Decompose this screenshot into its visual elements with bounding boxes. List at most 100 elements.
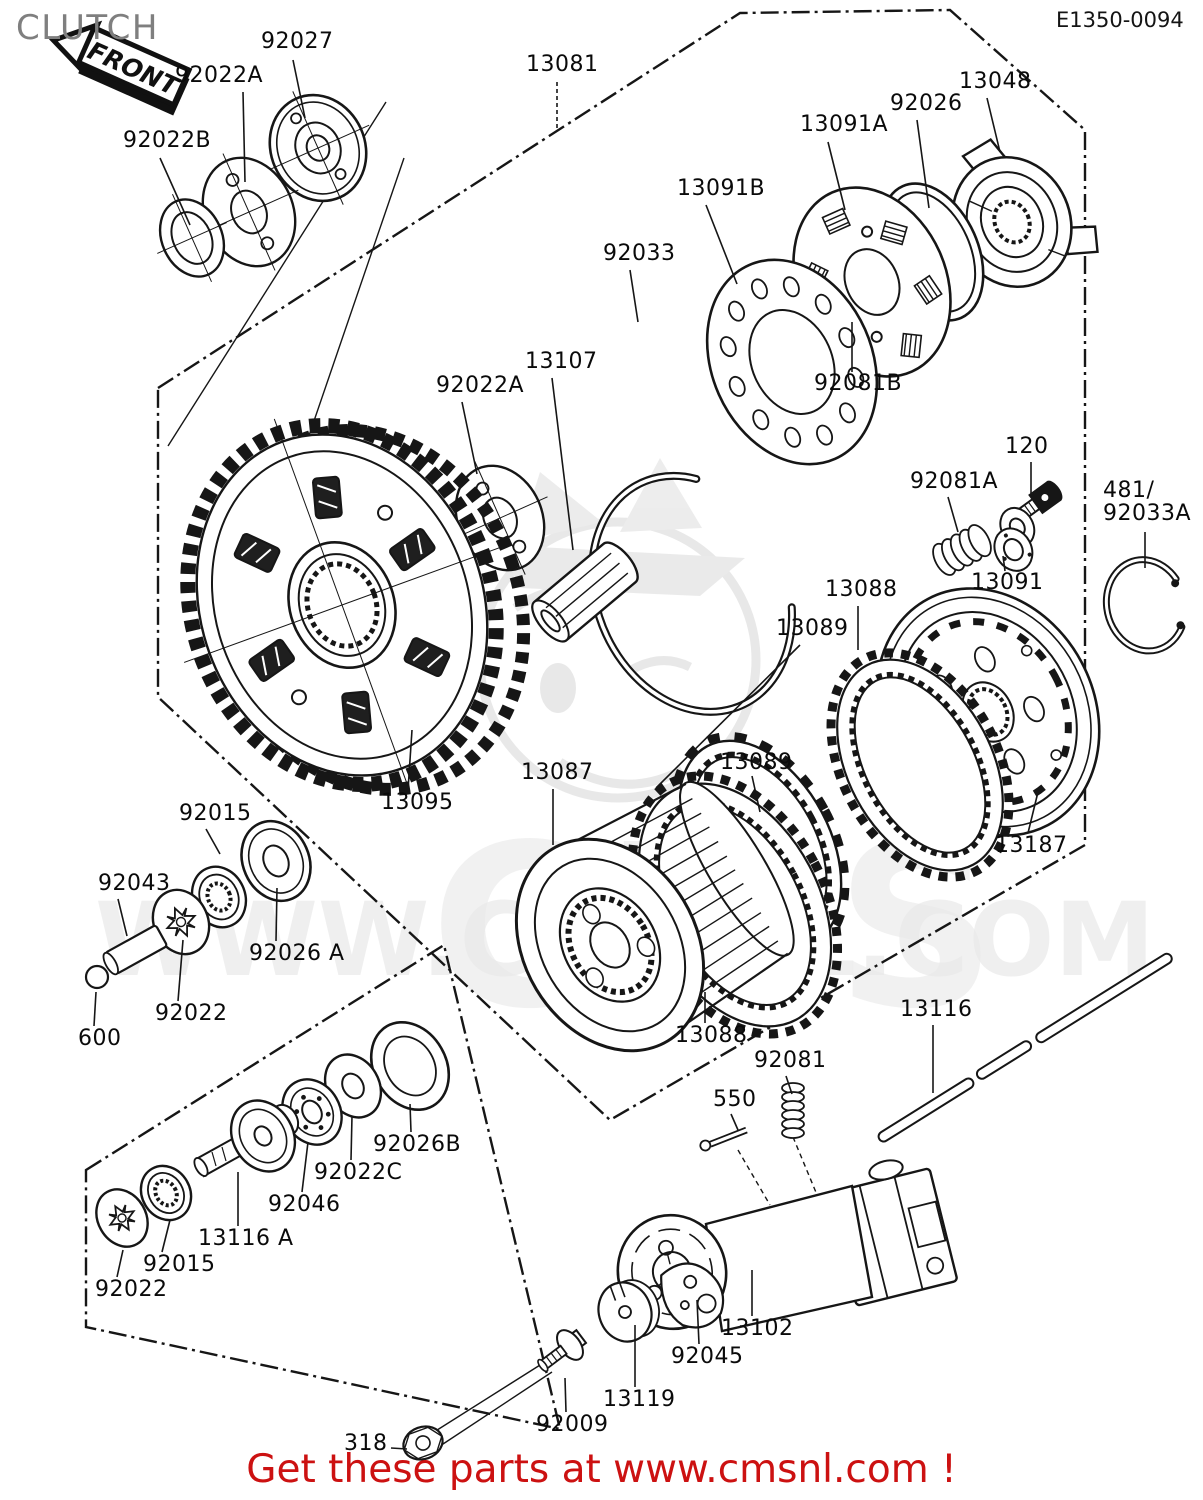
leader-line — [301, 1141, 309, 1193]
leader-line — [655, 644, 801, 789]
part-label-92045: 92045 — [671, 1344, 744, 1369]
part-label-13088: 13088 — [675, 1023, 748, 1048]
part-13091b-plate — [705, 258, 879, 466]
leader-line — [730, 1113, 739, 1131]
leader-line — [275, 887, 278, 942]
leader-line — [161, 1219, 171, 1253]
fiche-border — [84, 8, 1087, 1431]
part-92022b-washer — [157, 193, 227, 283]
part-label-92027: 92027 — [261, 29, 334, 54]
part-label-13091B: 13091B — [677, 176, 766, 201]
leader-line — [947, 496, 959, 533]
plate-holes — [719, 276, 865, 448]
leader-line — [93, 991, 97, 1027]
part-label-481-92033A: 481/ 92033A — [1103, 478, 1192, 526]
footer-text: Get these parts at www.cmsnl.com ! — [246, 1447, 957, 1492]
part-92045-lever-plate — [660, 1262, 725, 1329]
leader-line — [705, 204, 738, 285]
part-92022-toothed-washer-2 — [95, 1188, 149, 1248]
diagram-code: E1350-0094 — [1056, 8, 1184, 32]
part-label-600: 600 — [78, 1026, 122, 1051]
part-label-92081: 92081 — [754, 1048, 827, 1073]
leader-line — [696, 1299, 700, 1345]
part-550-cotter-pin — [699, 1126, 748, 1152]
leader-line — [350, 1115, 353, 1161]
part-label-92081A: 92081A — [910, 469, 999, 494]
part-label-318: 318 — [344, 1431, 388, 1456]
part-label-92022A: 92022A — [436, 373, 525, 398]
leader-line — [827, 141, 846, 211]
page-title: CLUTCH — [16, 8, 159, 48]
part-label-120: 120 — [1005, 434, 1049, 459]
part-label-13081: 13081 — [526, 52, 599, 77]
part-92033-circlip — [588, 471, 796, 716]
part-13087-clutch-hub — [514, 780, 795, 1053]
release-adjuster-boss — [868, 1159, 904, 1181]
part-label-92026-A: 92026 A — [249, 941, 345, 966]
leader-line — [159, 157, 191, 226]
part-label-92033: 92033 — [603, 241, 676, 266]
part-92033a-snap-ring — [1102, 556, 1186, 655]
part-label-13088: 13088 — [825, 577, 898, 602]
leader-line — [551, 377, 574, 551]
leader-line — [292, 59, 306, 119]
leader-line — [751, 775, 761, 813]
leader-line — [116, 1249, 124, 1278]
part-13095-clutch-housing — [180, 418, 531, 796]
part-label-92022C: 92022C — [314, 1160, 403, 1185]
part-92026a-washer — [240, 819, 312, 903]
leader-line — [629, 269, 639, 323]
part-label-92026B: 92026B — [373, 1132, 462, 1157]
leader-line — [1027, 791, 1039, 834]
part-13119-adjuster-cam — [597, 1279, 660, 1343]
part-92027-damper-cam — [266, 91, 370, 205]
leader-line — [916, 119, 930, 209]
part-label-92022: 92022 — [95, 1277, 168, 1302]
part-13107-sleeve — [531, 541, 639, 643]
part-92015-nut-2 — [139, 1164, 193, 1222]
part-label-92081B: 92081B — [814, 371, 903, 396]
part-label-13107: 13107 — [525, 349, 598, 374]
part-92043-pin — [102, 924, 168, 976]
leader-line — [205, 828, 221, 855]
damper-windows — [233, 475, 451, 735]
part-label-13087: 13087 — [521, 760, 594, 785]
leader-line — [407, 729, 413, 791]
part-92081-spring — [781, 1082, 805, 1139]
part-label-13089: 13089 — [776, 616, 849, 641]
part-label-92015: 92015 — [143, 1252, 216, 1277]
leader-line — [177, 939, 184, 1002]
part-label-13095: 13095 — [381, 790, 454, 815]
leader-line — [564, 1377, 567, 1413]
part-label-92015: 92015 — [179, 801, 252, 826]
part-label-550: 550 — [713, 1087, 757, 1112]
part-92081a-spring — [932, 524, 992, 576]
part-label-13091: 13091 — [971, 570, 1044, 595]
footer-note: Get these parts at www.cmsnl.com ! — [0, 1447, 1203, 1492]
part-600-ball — [84, 964, 110, 990]
part-label-92022A: 92022A — [175, 63, 264, 88]
part-label-92026: 92026 — [890, 91, 963, 116]
leader-line — [785, 1075, 793, 1095]
part-label-13089: 13089 — [720, 750, 793, 775]
part-label-13048: 13048 — [959, 69, 1032, 94]
part-label-13187: 13187 — [995, 833, 1068, 858]
part-label-13119: 13119 — [603, 1387, 676, 1412]
leader-line — [986, 97, 1001, 153]
leader-line — [242, 91, 246, 183]
leader-lines — [93, 59, 1146, 1450]
leader-line — [117, 898, 128, 937]
part-label-92009: 92009 — [536, 1412, 609, 1437]
part-label-13116: 13116 — [900, 997, 973, 1022]
leader-line — [1002, 555, 1006, 572]
part-label-13116-A: 13116 A — [198, 1226, 294, 1251]
leader-line — [409, 1103, 412, 1133]
part-label-92046: 92046 — [268, 1192, 341, 1217]
part-13116-push-rod — [877, 952, 1173, 1143]
leader-line — [390, 1447, 408, 1450]
part-13116a-release-shaft — [193, 1099, 300, 1178]
leader-line — [461, 401, 478, 475]
